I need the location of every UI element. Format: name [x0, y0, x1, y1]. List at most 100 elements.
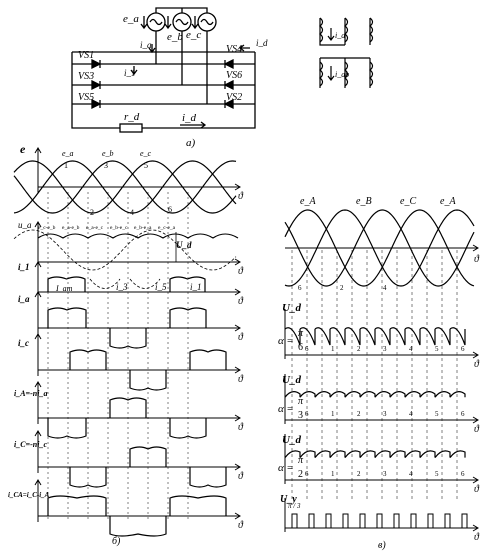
label-eb-b: e_b — [102, 149, 114, 158]
row-iA-up-0 — [109, 397, 147, 418]
seg-label-1: e_c-e_b — [38, 225, 56, 231]
label-vs3: VS3 — [78, 71, 94, 82]
phase-c-wave-2 — [284, 209, 475, 287]
ud-row-1-pulse-number-0: 6 — [305, 345, 309, 353]
low-number-2: 4 — [383, 284, 387, 292]
row-ic-y-axis — [34, 333, 42, 376]
label-vs5: VS5 — [78, 92, 94, 103]
phase-wave-2 — [13, 160, 237, 214]
ud-row-3-pulse-number-4: 4 — [409, 470, 413, 478]
row-iA-y-axis — [34, 381, 42, 424]
label-u-a: u_a — [18, 220, 32, 230]
ud-row-3-theta: ϑ — [474, 484, 480, 495]
ud-dashed-wave — [13, 229, 237, 271]
label-ud-b: U_d — [176, 240, 192, 250]
i1-pulse-1 — [169, 276, 206, 292]
axis-ud-y-axis — [34, 221, 42, 268]
alpha-label-1: α — [278, 335, 284, 347]
panel-b-labels: e e_a e_b e_c 1 3 5 2 4 6 u_a U_d e_c-e_… — [8, 142, 202, 547]
row-ic-up-1 — [189, 349, 227, 370]
ud-row-2-theta: ϑ — [474, 424, 480, 435]
panel-c-labels: e_A e_B e_C e_A U_d α = π 6 U_d α = π 3 … — [278, 196, 456, 551]
label-i-a: i_a — [140, 40, 152, 50]
uy-theta: ϑ — [474, 532, 480, 543]
circuit-diagram — [71, 7, 256, 133]
label-i1-second: i_1 — [190, 282, 202, 292]
label-n2: 2 — [90, 208, 94, 217]
row-iC-down-1 — [189, 467, 227, 488]
label-e-a: e_a — [123, 13, 139, 25]
label-e: e — [20, 142, 26, 156]
alpha-label-3: α — [278, 462, 284, 474]
row-label-iCA: i_CA=i_C-i_A — [8, 491, 50, 499]
label-i-d: i_d — [182, 112, 197, 124]
row-iC-x-axis — [38, 463, 241, 471]
ud-row-2-pulse-number-0: 6 — [305, 410, 309, 418]
ud-row-3-pulse-number-2: 2 — [357, 470, 361, 478]
phase-label-4: e_A — [440, 196, 456, 207]
row-iCA-down-0 — [109, 516, 167, 537]
low-number-0: 6 — [298, 284, 302, 292]
label-i1-row: i_1 — [18, 262, 30, 272]
uy-pulse-5 — [376, 513, 383, 529]
label-i-d-right: i_d — [256, 38, 268, 48]
ud-label-1: U_d — [282, 302, 301, 314]
label-e-c: e_c — [186, 29, 201, 41]
label-n4: 4 — [130, 208, 134, 217]
phase-c-wave-0 — [284, 209, 475, 287]
alpha-label-2: α — [278, 403, 284, 415]
row-iC-down-0 — [69, 467, 107, 488]
ud-label-3: U_d — [282, 434, 301, 446]
uy-pulse-3 — [342, 513, 349, 529]
uy-pulse-1 — [308, 513, 315, 529]
label-ec-b: e_c — [140, 149, 152, 158]
ud-row-2-pulse-number-1: 1 — [331, 410, 335, 418]
transformer-diagram — [319, 17, 374, 88]
uy-pulse-6 — [393, 513, 400, 529]
caption-a: a) — [186, 137, 196, 149]
den-6: 6 — [298, 342, 303, 353]
i1-pulse-0 — [47, 276, 86, 292]
row-iC-theta-label: ϑ — [238, 471, 244, 482]
uy-pulse-0 — [291, 513, 298, 529]
label-vs4: VS4 — [226, 44, 242, 55]
low-number-1: 2 — [340, 284, 344, 292]
row-label-ia: i_a — [18, 294, 30, 304]
circuit-labels: e_a e_b e_c VS1 VS3 VS5 VS4 VS6 VS2 i_a … — [78, 13, 268, 149]
ud-row-2-pulse-number-3: 3 — [383, 410, 387, 418]
row-ia-down-0 — [109, 328, 147, 349]
row-iCA-y-axis — [34, 479, 42, 522]
phase-wave-0 — [13, 160, 237, 214]
uy-pulse-4 — [359, 513, 366, 529]
label-i3: i_3 — [116, 282, 128, 292]
row-iCA-x-axis — [38, 512, 241, 520]
seg-label-6: e_c-e_a — [158, 225, 176, 231]
phase-wave-1 — [13, 160, 237, 214]
label-n6: 6 — [168, 205, 172, 214]
ud-row-3-pulse-number-5: 5 — [435, 470, 439, 478]
eq-2: = — [287, 403, 293, 415]
row-ia-up-0 — [47, 307, 87, 328]
row-label-iC: i_C=-ni_c — [14, 440, 47, 449]
ud-row-1-pulse-number-3: 3 — [383, 345, 387, 353]
axis-i1-theta-label: ϑ — [238, 296, 244, 307]
ud-row-2-pulse-number-6: 6 — [461, 410, 465, 418]
axis-ud-theta-label: ϑ — [238, 266, 244, 277]
ud-row-1-x-axis — [285, 351, 479, 359]
uy-pulse-10 — [461, 513, 468, 529]
label-i5: i_5 — [155, 282, 167, 292]
ud-row-3-pulse-number-0: 6 — [305, 470, 309, 478]
label-n3: 3 — [104, 161, 108, 170]
eq-3: = — [287, 462, 293, 474]
row-iCA-up-1 — [169, 495, 227, 516]
label-i-1: i_1 — [124, 68, 136, 78]
den-2: 2 — [298, 469, 303, 480]
ud-label-2: U_d — [282, 374, 301, 386]
label-vs2: VS2 — [226, 92, 242, 103]
axis-i1-x-axis — [38, 288, 241, 296]
uy-pulse-2 — [325, 513, 332, 529]
row-ia-y-axis — [34, 291, 42, 334]
row-ia-x-axis — [38, 324, 241, 332]
